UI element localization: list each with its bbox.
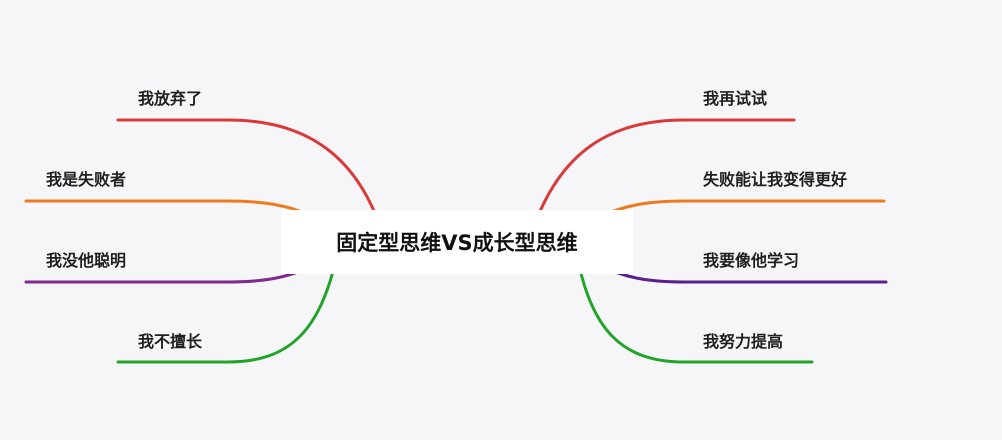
branch-line-left-4: [116, 248, 340, 364]
right-branch-label-2[interactable]: 失败能让我变得更好: [703, 170, 848, 189]
left-branch-label-3[interactable]: 我没他聪明: [46, 251, 127, 270]
branch-line-right-4: [574, 248, 814, 364]
branch-line-left-2: [24, 199, 314, 218]
central-topic[interactable]: 固定型思维VS成长型思维: [281, 210, 633, 274]
left-branch-label-4[interactable]: 我不擅长: [138, 332, 203, 351]
left-branch-label-2[interactable]: 我是失败者: [46, 170, 127, 189]
left-branch-label-1[interactable]: 我放弃了: [138, 89, 203, 108]
central-topic-text: 固定型思维VS成长型思维: [336, 231, 578, 255]
branch-line-right-1: [530, 118, 796, 234]
branch-line-right-2: [600, 199, 886, 218]
right-branch-label-4[interactable]: 我努力提高: [703, 332, 784, 351]
branch-line-left-1: [116, 118, 384, 234]
right-branch-label-3[interactable]: 我要像他学习: [703, 251, 800, 270]
right-branch-label-1[interactable]: 我再试试: [703, 89, 768, 108]
